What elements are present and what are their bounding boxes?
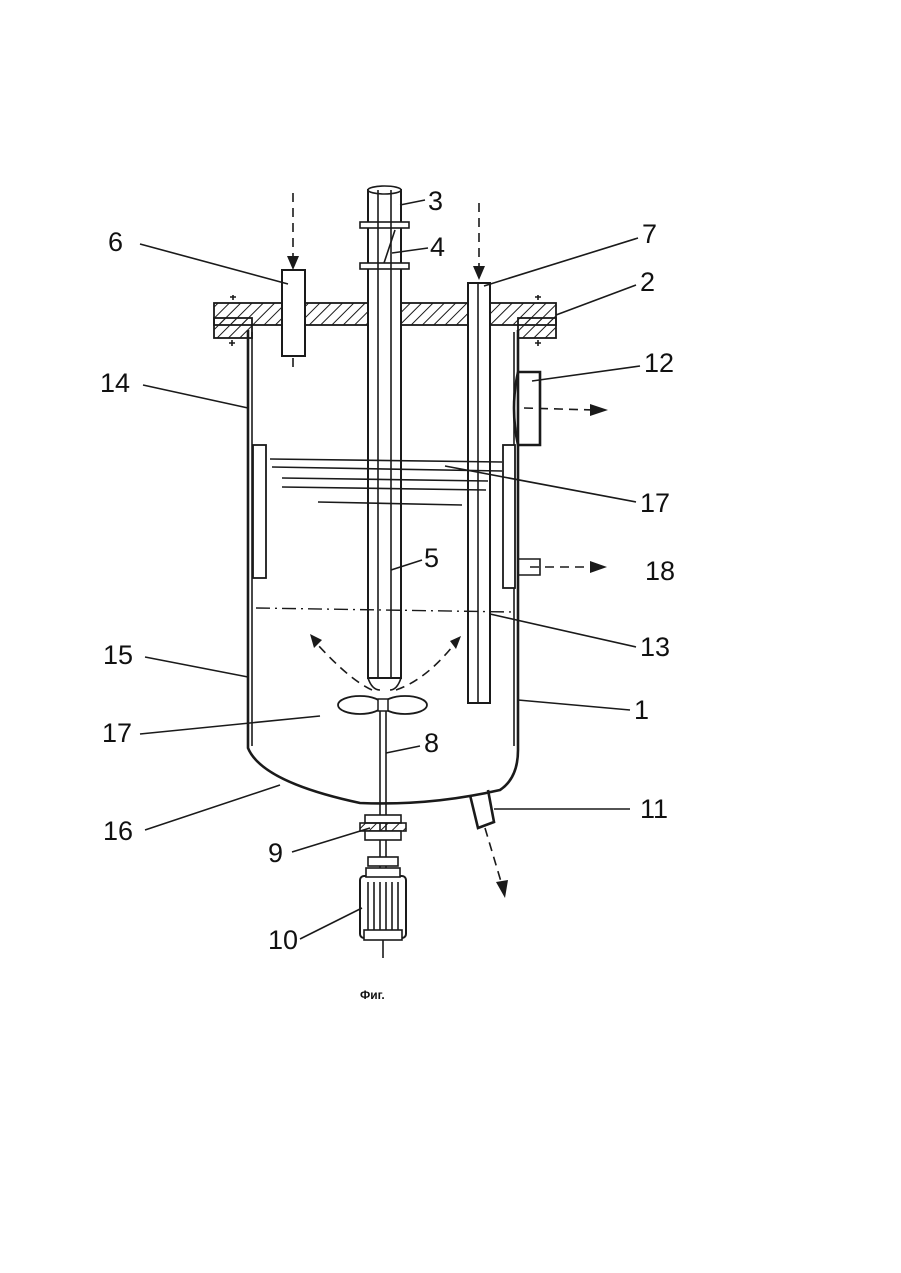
label-17-lower: 17 — [102, 718, 132, 748]
label-4: 4 — [430, 232, 445, 262]
label-12: 12 — [644, 348, 674, 378]
outlet-18 — [518, 559, 607, 575]
label-1: 1 — [634, 695, 649, 725]
figure-caption: Фиг. — [360, 988, 385, 1002]
label-7: 7 — [642, 219, 657, 249]
label-17-upper: 17 — [640, 488, 670, 518]
label-2: 2 — [640, 267, 655, 297]
label-11: 11 — [640, 794, 668, 824]
label-8: 8 — [424, 728, 439, 758]
drain-11 — [470, 790, 508, 898]
label-13: 13 — [640, 632, 670, 662]
label-15: 15 — [103, 640, 133, 670]
label-3: 3 — [428, 186, 443, 216]
seal — [360, 815, 406, 866]
outlet-12 — [514, 372, 608, 445]
motor — [360, 868, 406, 940]
label-10: 10 — [268, 925, 298, 955]
label-6: 6 — [108, 227, 123, 257]
impeller — [338, 696, 427, 714]
inlet-pipe-right — [468, 203, 490, 703]
label-5: 5 — [424, 543, 439, 573]
label-18: 18 — [645, 556, 675, 586]
label-16: 16 — [103, 816, 133, 846]
label-9: 9 — [268, 838, 283, 868]
inlet-pipe-left — [282, 193, 305, 370]
label-14: 14 — [100, 368, 130, 398]
